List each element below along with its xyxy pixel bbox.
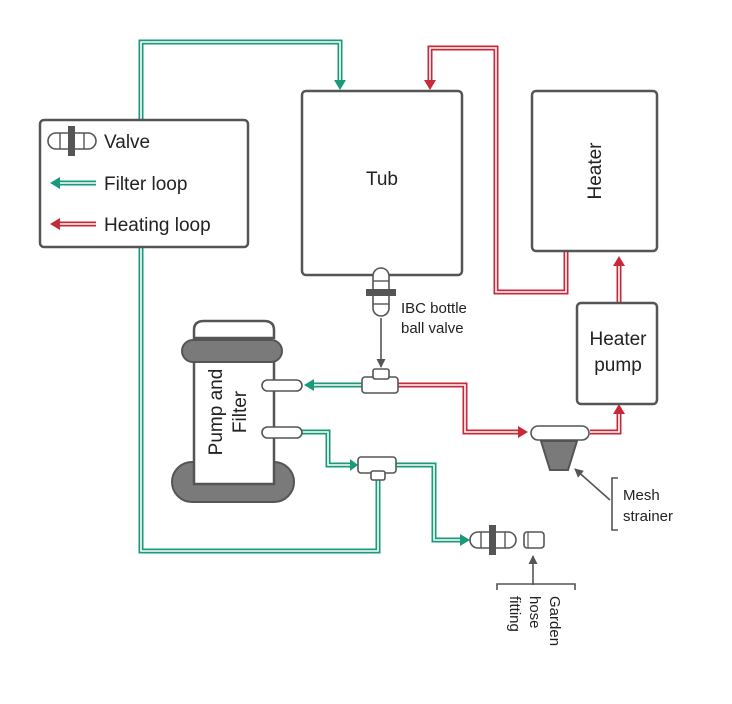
heating-loop-arrow — [50, 218, 96, 230]
garden-hose-label-line1: Garden — [546, 596, 563, 646]
garden-hose-feed-arrowhead — [460, 534, 470, 546]
heater-pump-label-line1: Heater — [589, 329, 647, 350]
heater-pump-label-line2: pump — [594, 355, 642, 376]
heating-loop-pipes — [398, 45, 625, 438]
mesh-strainer — [530, 425, 590, 471]
pump-collar — [181, 339, 283, 363]
pump-filter-label-line2: Filter — [230, 390, 251, 433]
heater-pump-feed-pipe — [590, 412, 622, 435]
garden-hose-label-line3: fitting — [506, 596, 523, 632]
pump-outlet-port — [261, 426, 303, 439]
heater-return-arrowhead — [424, 80, 436, 90]
filter-tee-fitting — [357, 456, 397, 481]
pump-filter-label-line1: Pump and — [206, 369, 227, 456]
strainer-feed-pipe — [398, 382, 520, 435]
filter-loop-pipes — [138, 39, 470, 554]
pump-inlet-arrowhead — [304, 379, 314, 391]
heater-label: Heater — [585, 142, 606, 200]
heater-box — [530, 89, 659, 253]
mesh-strainer-label-line2: strainer — [623, 508, 673, 525]
garden-hose-bracket — [496, 583, 576, 590]
garden-hose-feed-pipe — [396, 462, 462, 543]
garden-hose-fitting — [523, 531, 545, 549]
tub-tee-fitting — [361, 368, 399, 394]
tub: Tub — [300, 89, 464, 277]
mesh-strainer-pointer — [574, 468, 611, 501]
heater-feed-arrowhead — [613, 256, 625, 266]
garden-hose-valve — [469, 525, 517, 555]
mesh-strainer-bracket — [611, 477, 618, 531]
filter-outlet-arrowhead — [350, 459, 358, 471]
pump-inlet-port — [261, 379, 303, 392]
heater-pump-box — [575, 301, 659, 406]
heater: Heater — [530, 89, 659, 253]
legend-box — [38, 118, 250, 249]
legend-filter-loop-label: Filter loop — [104, 174, 187, 195]
filter-loop-arrow — [50, 177, 96, 189]
heater-pump-feed-arrowhead — [613, 404, 625, 414]
filter-outlet-pipe — [300, 429, 352, 468]
garden-hose-label-line2: hose — [526, 596, 543, 629]
ibc-valve-handle — [366, 289, 396, 296]
ibc-valve-label-line1: IBC bottle — [401, 300, 467, 317]
pump-and-filter: Pump and Filter — [171, 319, 303, 503]
tub-label: Tub — [366, 169, 398, 190]
ibc-ball-valve — [366, 267, 396, 317]
valve-icon — [47, 126, 97, 156]
legend-valve-label: Valve — [104, 132, 150, 153]
strainer-feed-arrowhead — [518, 426, 528, 438]
pump-body — [192, 348, 276, 486]
ibc-valve-label-line2: ball valve — [401, 320, 464, 337]
legend: Valve Filter loop Heating loop — [38, 118, 250, 249]
filter-loop-arrowhead — [334, 80, 346, 90]
legend-heating-loop-label: Heating loop — [104, 215, 211, 236]
mesh-strainer-label-line1: Mesh — [623, 487, 660, 504]
pump-lid — [192, 319, 276, 340]
strainer-top — [530, 425, 590, 441]
heater-pump: Heater pump — [575, 301, 659, 406]
strainer-basket — [539, 440, 579, 471]
